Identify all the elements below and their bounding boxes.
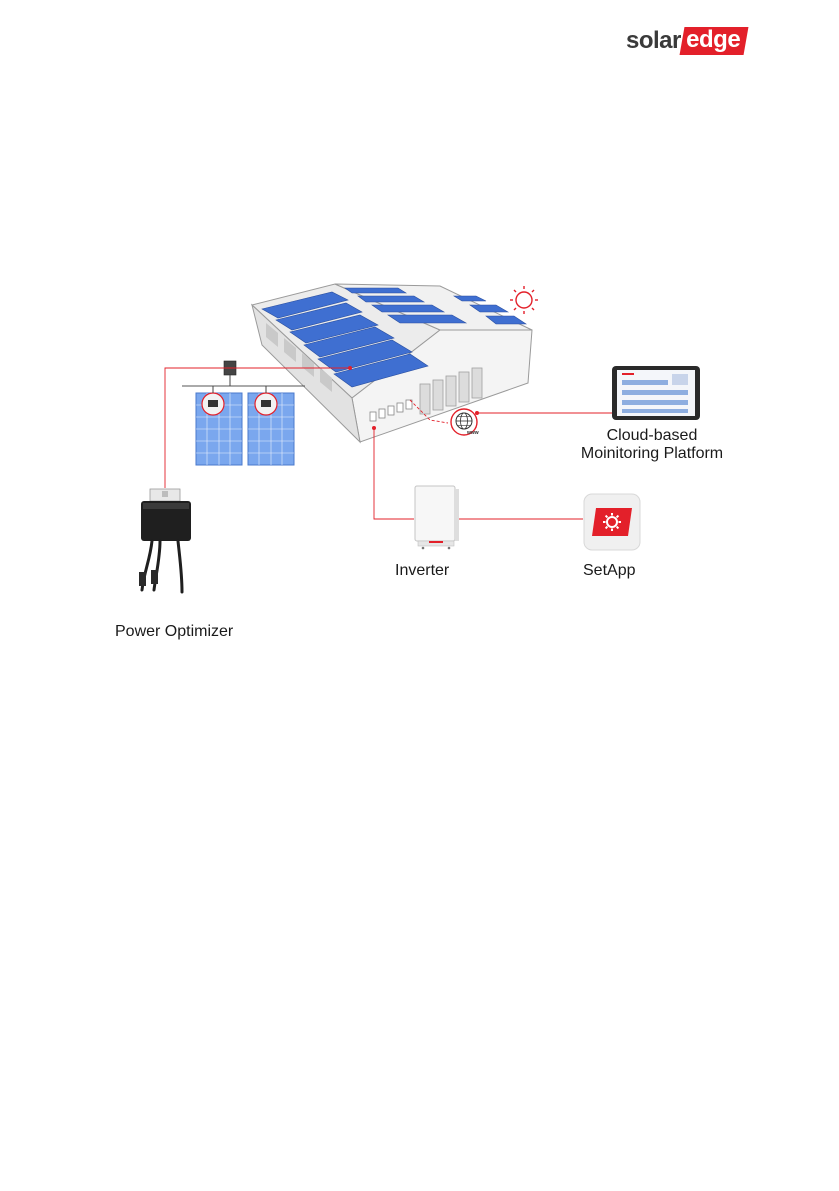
door xyxy=(446,376,456,406)
wall-unit xyxy=(397,403,403,412)
sun-ray xyxy=(532,308,534,310)
globe-icon: www xyxy=(451,409,479,436)
inverter-device xyxy=(415,486,459,549)
power-optimizer-label: Power Optimizer xyxy=(115,623,233,641)
tablet-icon xyxy=(612,366,700,420)
wall-unit xyxy=(370,412,376,421)
optimizer-cables xyxy=(142,541,182,592)
power-optimizer-device xyxy=(139,489,191,592)
connector-dot xyxy=(372,426,376,430)
connector-dot xyxy=(348,366,352,370)
dashboard-row xyxy=(622,409,688,413)
roof-panel-row xyxy=(388,315,466,323)
dashboard-row xyxy=(622,380,668,385)
dashboard-row xyxy=(622,400,688,405)
door xyxy=(472,368,482,398)
door xyxy=(433,380,443,410)
optimizer-connector-plug xyxy=(151,570,158,584)
sun-ray xyxy=(514,308,516,310)
inverter-port xyxy=(448,547,451,550)
setapp-red-shape xyxy=(592,508,632,536)
roof-panel-row xyxy=(345,288,406,293)
optimizer-body-highlight xyxy=(143,503,189,509)
wall-unit xyxy=(388,406,394,415)
sun-ray xyxy=(532,290,534,292)
roof-panel-row xyxy=(358,296,424,302)
cloud-label-line1: Cloud-based xyxy=(560,427,744,445)
gear-tooth xyxy=(617,527,619,529)
dashboard-header xyxy=(622,373,634,375)
gear-tooth xyxy=(606,516,608,518)
sun-core xyxy=(516,292,532,308)
inverter-side xyxy=(455,489,459,541)
www-label: www xyxy=(466,430,479,436)
gear-tooth xyxy=(606,527,608,529)
inverter-body xyxy=(415,486,455,541)
roof-panel-row xyxy=(372,305,444,312)
connector-dot xyxy=(475,411,479,415)
mini-optimizer xyxy=(261,400,271,407)
optimizer-bracket-slot xyxy=(162,491,168,497)
inverter-port xyxy=(422,547,425,550)
door xyxy=(420,384,430,414)
door xyxy=(459,372,469,402)
sun-icon xyxy=(510,286,538,314)
mini-optimizer xyxy=(208,400,218,407)
optimizer-cable xyxy=(178,541,182,592)
sun-ray xyxy=(514,290,516,292)
setapp-label: SetApp xyxy=(583,562,635,580)
setapp-app-icon[interactable] xyxy=(584,494,640,550)
dashboard-side xyxy=(672,374,688,385)
cloud-label-line2: Moinitoring Platform xyxy=(560,445,744,463)
inverter-label: Inverter xyxy=(395,562,449,580)
dashboard-row xyxy=(622,390,688,395)
detail-panels xyxy=(182,361,305,465)
inverter-connector xyxy=(374,428,414,519)
wall-unit xyxy=(379,409,385,418)
gear-tooth xyxy=(617,516,619,518)
optimizer-connector-plug xyxy=(139,572,146,586)
cloud-platform-label: Cloud-based Moinitoring Platform xyxy=(560,427,744,463)
inverter-led-strip xyxy=(429,541,443,543)
